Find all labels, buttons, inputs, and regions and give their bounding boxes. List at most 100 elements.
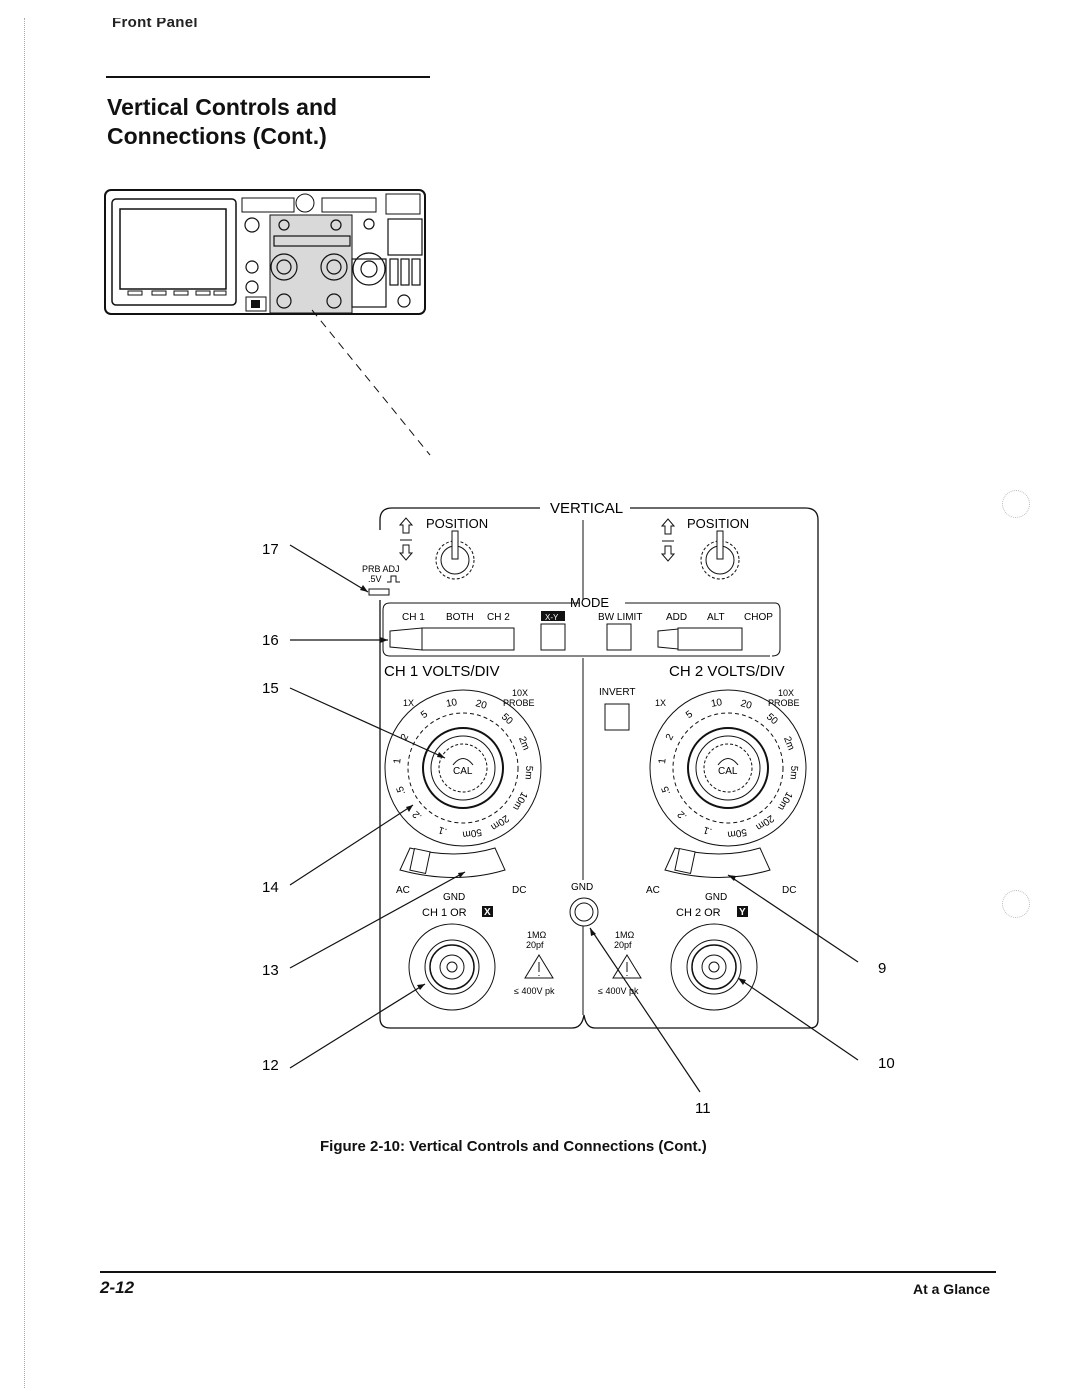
dial-scale-label: 50 [764, 712, 780, 728]
dial-scale-label: .1 [702, 824, 714, 837]
dial-scale-label: 20 [739, 698, 753, 712]
bw-limit-label: BW LIMIT [598, 612, 642, 623]
ch1-volts-div-dial[interactable] [384, 689, 542, 847]
ch1-coupling-gnd: GND [443, 892, 465, 903]
ch1-coupling-switch[interactable] [399, 847, 506, 878]
dial-scale-label: 2m [781, 735, 796, 752]
ch2-coupling-dc: DC [782, 885, 796, 896]
ch1-input-label: CH 1 OR [422, 907, 467, 919]
prb-adj-value: .5V [368, 574, 382, 584]
ch1-coupling-dc: DC [512, 885, 526, 896]
page-number: 2-12 [100, 1278, 135, 1297]
dial-scale-label: .2 [675, 808, 689, 822]
ch2-volts-div-dial[interactable] [649, 689, 807, 847]
ch2-input-badge: Y [739, 907, 746, 918]
ch1-coupling-ac: AC [396, 885, 410, 896]
mode-option-add: ADD [666, 612, 687, 623]
ch2-coupling-gnd: GND [705, 892, 727, 903]
ch1-volts-div-label: CH 1 VOLTS/DIV [384, 663, 500, 680]
section-title-line-2: Connections (Cont.) [107, 123, 327, 149]
callout-14: 14 [262, 879, 279, 896]
dial-scale-label: 10 [710, 697, 723, 710]
invert-label: INVERT [599, 687, 636, 698]
zoom-leader-line [311, 309, 431, 456]
xy-button[interactable] [540, 623, 566, 651]
chapter-title: At a Glance [912, 1281, 990, 1297]
ch2-input-label: CH 2 OR [676, 907, 721, 919]
dial-scale-label: 10 [445, 697, 458, 710]
ch2-bnc-input[interactable] [670, 923, 758, 1011]
dial-scale-label: .5 [395, 784, 408, 796]
dial-scale-label: 5 [684, 709, 695, 721]
figure-caption: Figure 2-10: Vertical Controls and Conne… [320, 1138, 707, 1155]
callout-17: 17 [262, 541, 279, 558]
ch2-position-label: POSITION [687, 516, 749, 531]
binder-hole-top [1002, 490, 1030, 518]
invert-button[interactable] [604, 703, 630, 731]
callout-12: 12 [262, 1057, 279, 1074]
callout-9: 9 [878, 960, 886, 977]
callout-13: 13 [262, 962, 279, 979]
ch2-10x-label: 10X [778, 688, 794, 698]
dial-scale-label: 5 [419, 709, 430, 721]
mode-option-chop: CHOP [744, 612, 773, 623]
dial-scale-label: 50m [462, 826, 483, 840]
footer-rule [100, 1271, 996, 1273]
dial-scale-label: .5 [660, 784, 673, 796]
ch1-impedance: 1MΩ [527, 930, 547, 940]
mode-option-alt: ALT [707, 612, 725, 623]
dial-scale-label: .1 [437, 824, 449, 837]
ch1-1x-label: 1X [403, 698, 414, 708]
vertical-panel-outline [379, 507, 819, 1029]
display-mode-slider[interactable] [657, 627, 743, 651]
ch2-volts-div-label: CH 2 VOLTS/DIV [669, 663, 785, 680]
dial-scale-label: 10m [510, 790, 529, 812]
dial-scale-label: 2m [516, 735, 531, 752]
ch1-bnc-input[interactable] [408, 923, 496, 1011]
ch1-max-voltage: ≤ 400V pk [514, 986, 555, 996]
ch1-position-label: POSITION [426, 516, 488, 531]
mode-option-both: BOTH [446, 612, 474, 623]
ch1-warning-icon [524, 954, 554, 979]
callout-15: 15 [262, 680, 279, 697]
channel-select-slider[interactable] [389, 627, 515, 651]
mode-label: MODE [570, 595, 609, 610]
dial-scale-label: 10m [775, 790, 794, 812]
bw-limit-button[interactable] [606, 623, 632, 651]
dial-scale-label: 5m [522, 765, 534, 780]
prb-adj-terminal[interactable] [368, 588, 390, 596]
ch2-max-voltage: ≤ 400V pk [598, 986, 639, 996]
mode-option-ch2: CH 2 [487, 612, 510, 623]
ch1-probe-label: PROBE [503, 698, 535, 708]
ch2-cal-label: CAL [718, 766, 738, 777]
binder-hole-bottom [1002, 890, 1030, 918]
vertical-title: VERTICAL [550, 500, 623, 517]
ch2-probe-label: PROBE [768, 698, 800, 708]
ch2-1x-label: 1X [655, 698, 666, 708]
oscilloscope-front-panel-thumbnail [104, 189, 426, 315]
ch2-impedance: 1MΩ [615, 930, 635, 940]
mode-option-ch1: CH 1 [402, 612, 425, 623]
dial-scale-label: 50m [727, 826, 748, 840]
ch2-position-knob[interactable] [660, 518, 740, 580]
prb-adj-label: PRB ADJ [362, 564, 400, 574]
ch1-position-knob[interactable] [398, 517, 475, 580]
ch2-coupling-switch[interactable] [664, 847, 771, 878]
callout-leaders [289, 544, 859, 1093]
square-wave-icon [387, 575, 400, 583]
section-title-line-1: Vertical Controls and [107, 94, 338, 120]
dial-scale-label: 1 [657, 757, 669, 764]
gnd-jack[interactable] [569, 897, 599, 927]
ch1-capacitance: 20pf [526, 940, 544, 950]
header-rule [106, 76, 430, 78]
running-head: Front Panel [112, 14, 198, 31]
mode-box [382, 602, 781, 657]
section-title: Vertical Controls and Connections (Cont.… [107, 93, 337, 151]
ch2-capacitance: 20pf [614, 940, 632, 950]
dial-scale-label: 50 [499, 712, 515, 728]
callout-16: 16 [262, 632, 279, 649]
xy-label: X-Y [545, 613, 559, 622]
dial-scale-label: 5m [787, 765, 799, 780]
ch1-cal-label: CAL [453, 766, 473, 777]
ch2-coupling-ac: AC [646, 885, 660, 896]
